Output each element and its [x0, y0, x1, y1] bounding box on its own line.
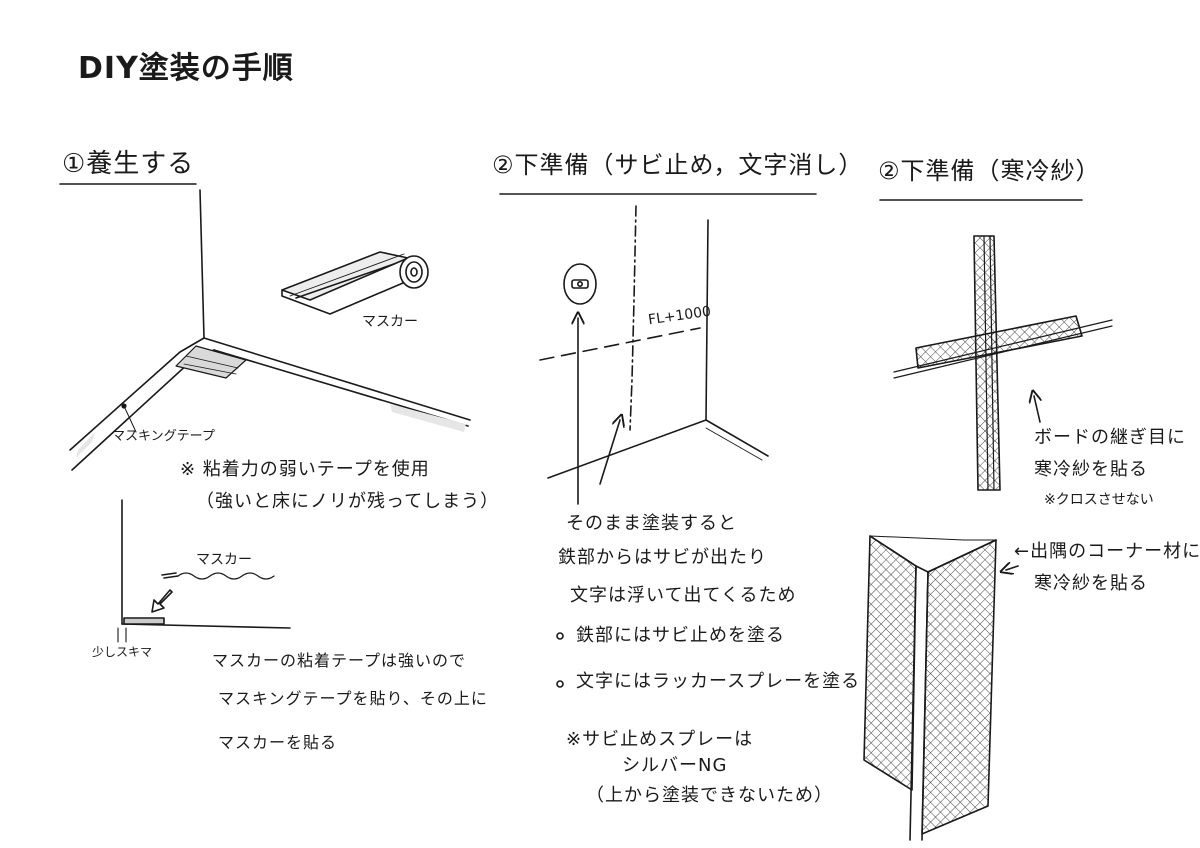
step2b-desc-line3: ※クロスさせない [1044, 492, 1154, 508]
step2a-heading: ②下準備（サビ止め，文字消し） [492, 151, 864, 179]
step2b-desc-line1: ボードの継ぎ目に [1034, 427, 1186, 448]
step2a-desc-line3: 文字は浮いて出てくるため [570, 585, 797, 606]
step1-desc-line2: マスキングテープを貼り、その上に [218, 689, 488, 708]
step2b-heading: ②下準備（寒冷紗） [878, 157, 1101, 185]
step2a-desc-line2: 鉄部からはサビが出たり [558, 547, 767, 568]
step2a-note-line1: ※サビ止めスプレーは [566, 729, 754, 750]
step2a-note-line2: シルバーNG [622, 755, 728, 776]
page-title: DIY塗装の手順 [78, 51, 294, 86]
gap-label: 少しスキマ [92, 645, 153, 659]
masker-detail-sketch [117, 499, 291, 643]
step1-note-line1: ※ 粘着力の弱いテープを使用 [180, 459, 430, 480]
outside-corner-sketch [863, 535, 1019, 841]
step2a-desc-line1: そのまま塗装すると [566, 513, 737, 534]
step2a-bullet-1: 鉄部にはサビ止めを塗る [576, 625, 785, 646]
step2b-corner-line2: 寒冷紗を貼る [1034, 573, 1148, 594]
board-joint-cross-sketch [893, 235, 1113, 491]
step1-heading: ①養生する [62, 149, 195, 179]
masking-tape-label: マスキングテープ [112, 429, 215, 444]
step1-desc-line1: マスカーの粘着テープは強いので [212, 651, 467, 670]
masker-roll-sketch [281, 251, 429, 315]
step2b-desc-line2: 寒冷紗を貼る [1034, 459, 1148, 480]
step2a-note-line3: （上から塗装できないため） [586, 785, 833, 806]
step1-desc-line3: マスカーを貼る [218, 733, 338, 752]
step2b-corner-line1: ←出隅のコーナー材に [1014, 541, 1200, 562]
step1-note-line2: （強いと床にノリが残ってしまう） [196, 491, 500, 512]
room-corner-sketch [69, 189, 471, 471]
wall-column-sketch [539, 205, 769, 688]
step2a-bullet-2: 文字にはラッカースプレーを塗る [576, 671, 861, 692]
masker-label: マスカー [362, 314, 418, 330]
masker-label-2: マスカー [196, 552, 252, 568]
